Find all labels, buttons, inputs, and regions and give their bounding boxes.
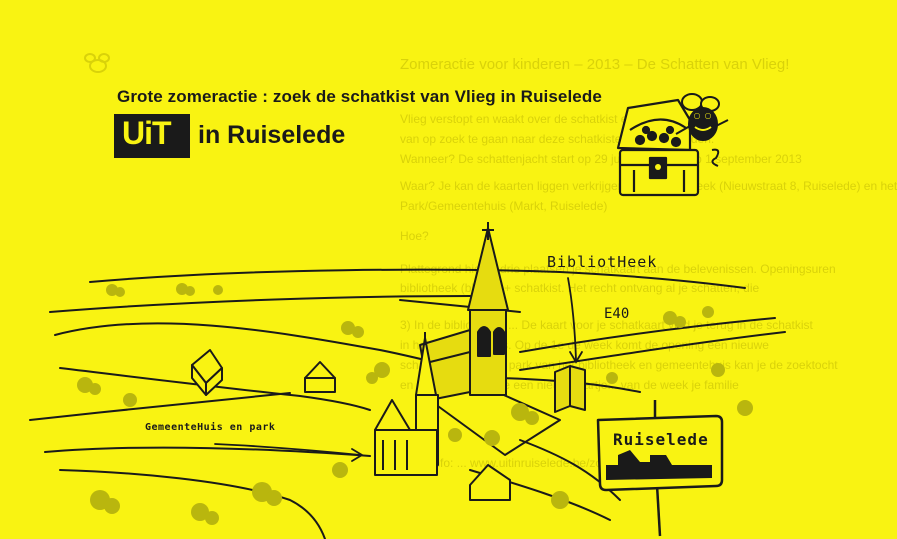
town-sign (596, 400, 724, 537)
fly-mascot-icon (675, 93, 729, 167)
road (29, 392, 291, 421)
field-line (49, 295, 471, 313)
church-tower (419, 222, 509, 401)
house (191, 349, 223, 396)
road (44, 446, 371, 457)
background-text-line: Wanneer? De schattenjacht start op 29 ju… (400, 152, 802, 166)
library-label: BibliotHeek (547, 253, 658, 271)
treasure-chest-icon (616, 98, 700, 197)
village-map (29, 53, 786, 539)
uit-logo-box (114, 114, 190, 158)
background-text-title: Zomeractie voor kinderen – 2013 – De Sch… (400, 56, 790, 73)
logo-subtitle: in Ruiselede (198, 121, 346, 149)
background-text-line: Park/Gemeentehuis (Markt, Ruiselede) (400, 199, 608, 213)
tree (77, 283, 753, 525)
arrow-library-head (569, 351, 583, 364)
flyer: Zomeractie voor kinderen – 2013 – De Sch… (29, 53, 897, 539)
town-hall-label: GemeenteHuis en park (145, 422, 276, 433)
highway-label: E40 (604, 306, 630, 322)
uit-logo: UiT (122, 115, 172, 151)
background-text-line: schatkaart... om het park van het biblio… (400, 358, 838, 372)
road (59, 367, 371, 411)
arrow-town-hall-head (351, 448, 364, 462)
library-book-icon (554, 365, 586, 413)
headline: Grote zomeractie : zoek de schatkist van… (117, 87, 602, 106)
arrow-library (567, 277, 577, 361)
house (469, 464, 511, 501)
house (304, 361, 336, 393)
field-line (89, 268, 746, 289)
bee-icon (84, 53, 110, 73)
background-text-line: Hoe? (400, 229, 429, 243)
town-sign-label: Ruiselede (613, 430, 709, 449)
highway-road (519, 331, 786, 371)
highway-road (519, 317, 776, 353)
town-hall (374, 332, 439, 476)
background-text-line: Plattegrond hierbij drie plaatsen je sch… (400, 262, 836, 276)
arrow-town-hall (214, 443, 361, 456)
